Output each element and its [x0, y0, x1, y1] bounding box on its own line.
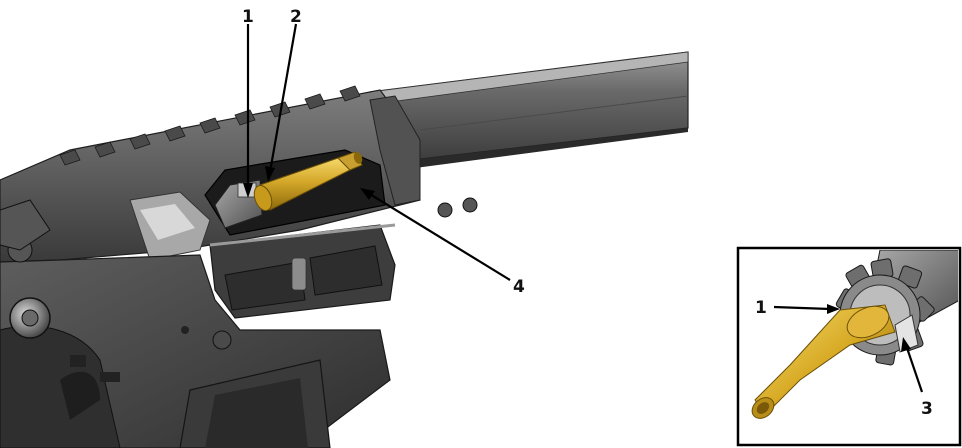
inset-view: 1 3	[736, 246, 962, 447]
inset-callout-lines	[773, 304, 924, 393]
callout-2-label: 2	[290, 7, 302, 27]
lower-receiver	[0, 199, 391, 448]
callout-4-label: 4	[513, 277, 525, 297]
handguard	[369, 51, 689, 170]
cartridge-case	[253, 151, 363, 212]
main-view: 1 2 4	[0, 7, 689, 448]
upper-receiver	[0, 85, 478, 319]
main-callout-lines	[243, 23, 511, 281]
inset-cartridge-case	[751, 304, 896, 419]
inset-callout-1-label: 1	[755, 298, 767, 318]
callout-1-label: 1	[242, 7, 254, 27]
inset-callout-3-label: 3	[921, 399, 933, 419]
